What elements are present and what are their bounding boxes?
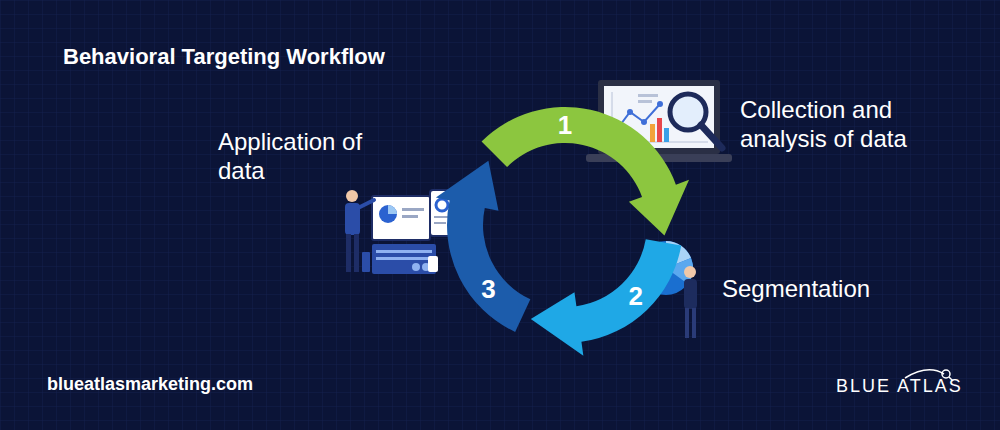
step-number: 3: [481, 276, 495, 302]
diagram-title: Behavioral Targeting Workflow: [63, 44, 385, 70]
website-url: blueatlasmarketing.com: [47, 374, 347, 396]
arrow-outline: [482, 107, 689, 235]
label-holder: blueatlasmarketing.com: [47, 374, 347, 396]
label-holder: BLUE ATLAS: [836, 376, 976, 398]
logo-text: BLUE ATLAS: [836, 376, 976, 398]
title-holder: Behavioral Targeting Workflow: [63, 44, 385, 70]
arrow-outline: [436, 161, 530, 332]
label-holder: Application of data: [218, 128, 368, 186]
label-holder: Segmentation: [722, 275, 922, 304]
stage-label: Collection and analysis of data: [740, 96, 955, 154]
stage-label: Segmentation: [722, 275, 922, 304]
arrow-outline: [531, 239, 681, 355]
step-number: 1: [558, 112, 572, 138]
label-holder: Collection and analysis of data: [740, 96, 955, 154]
step-number: 2: [628, 283, 642, 309]
stage-label: Application of data: [218, 128, 368, 186]
